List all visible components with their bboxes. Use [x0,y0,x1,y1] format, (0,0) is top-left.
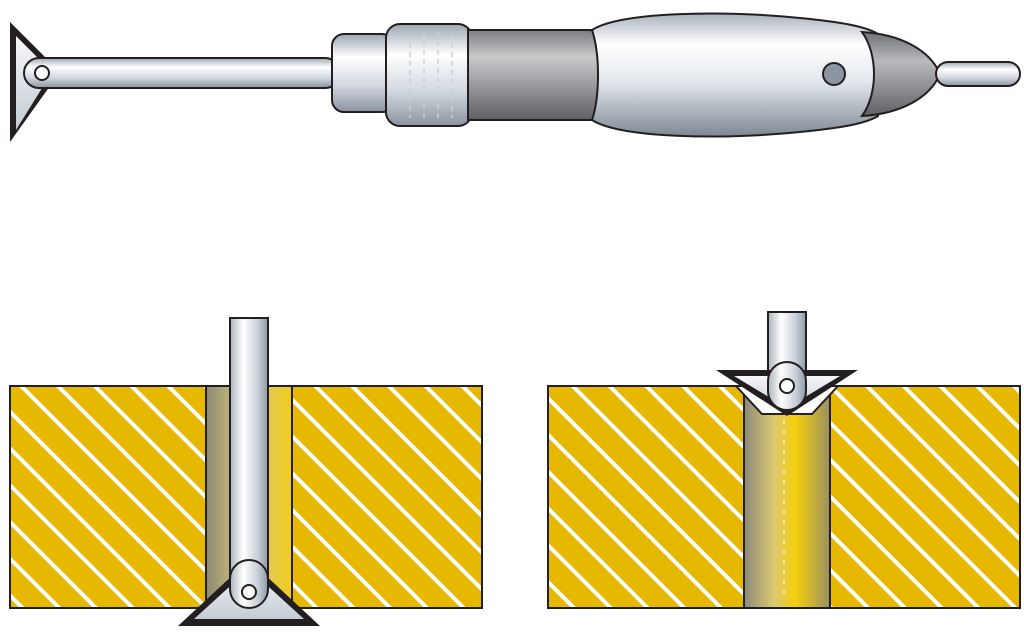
end-cap [859,30,942,118]
right-wood-block-a [547,385,745,609]
left-wood-block-a [9,385,207,609]
right-wood-block-b [829,385,1021,609]
blade-pivot-pin [34,65,50,81]
tool-shaft [23,57,341,89]
blade-through-bore [9,317,483,626]
left-blade-pin [241,584,257,600]
knurled-nut [385,23,473,127]
tool-handle [590,12,879,138]
handle-screw [822,62,846,86]
left-wood-block-b [291,385,483,609]
left-blade [178,559,320,626]
tail-pin [935,61,1021,87]
grip-band [467,29,599,121]
chuck-collar [331,33,395,113]
blade-countersinking-bore-edge [547,311,1021,609]
right-blade [716,361,858,416]
right-bore-hole [743,385,831,609]
right-blade-pin [779,378,795,394]
tool-side-view [10,12,1021,142]
